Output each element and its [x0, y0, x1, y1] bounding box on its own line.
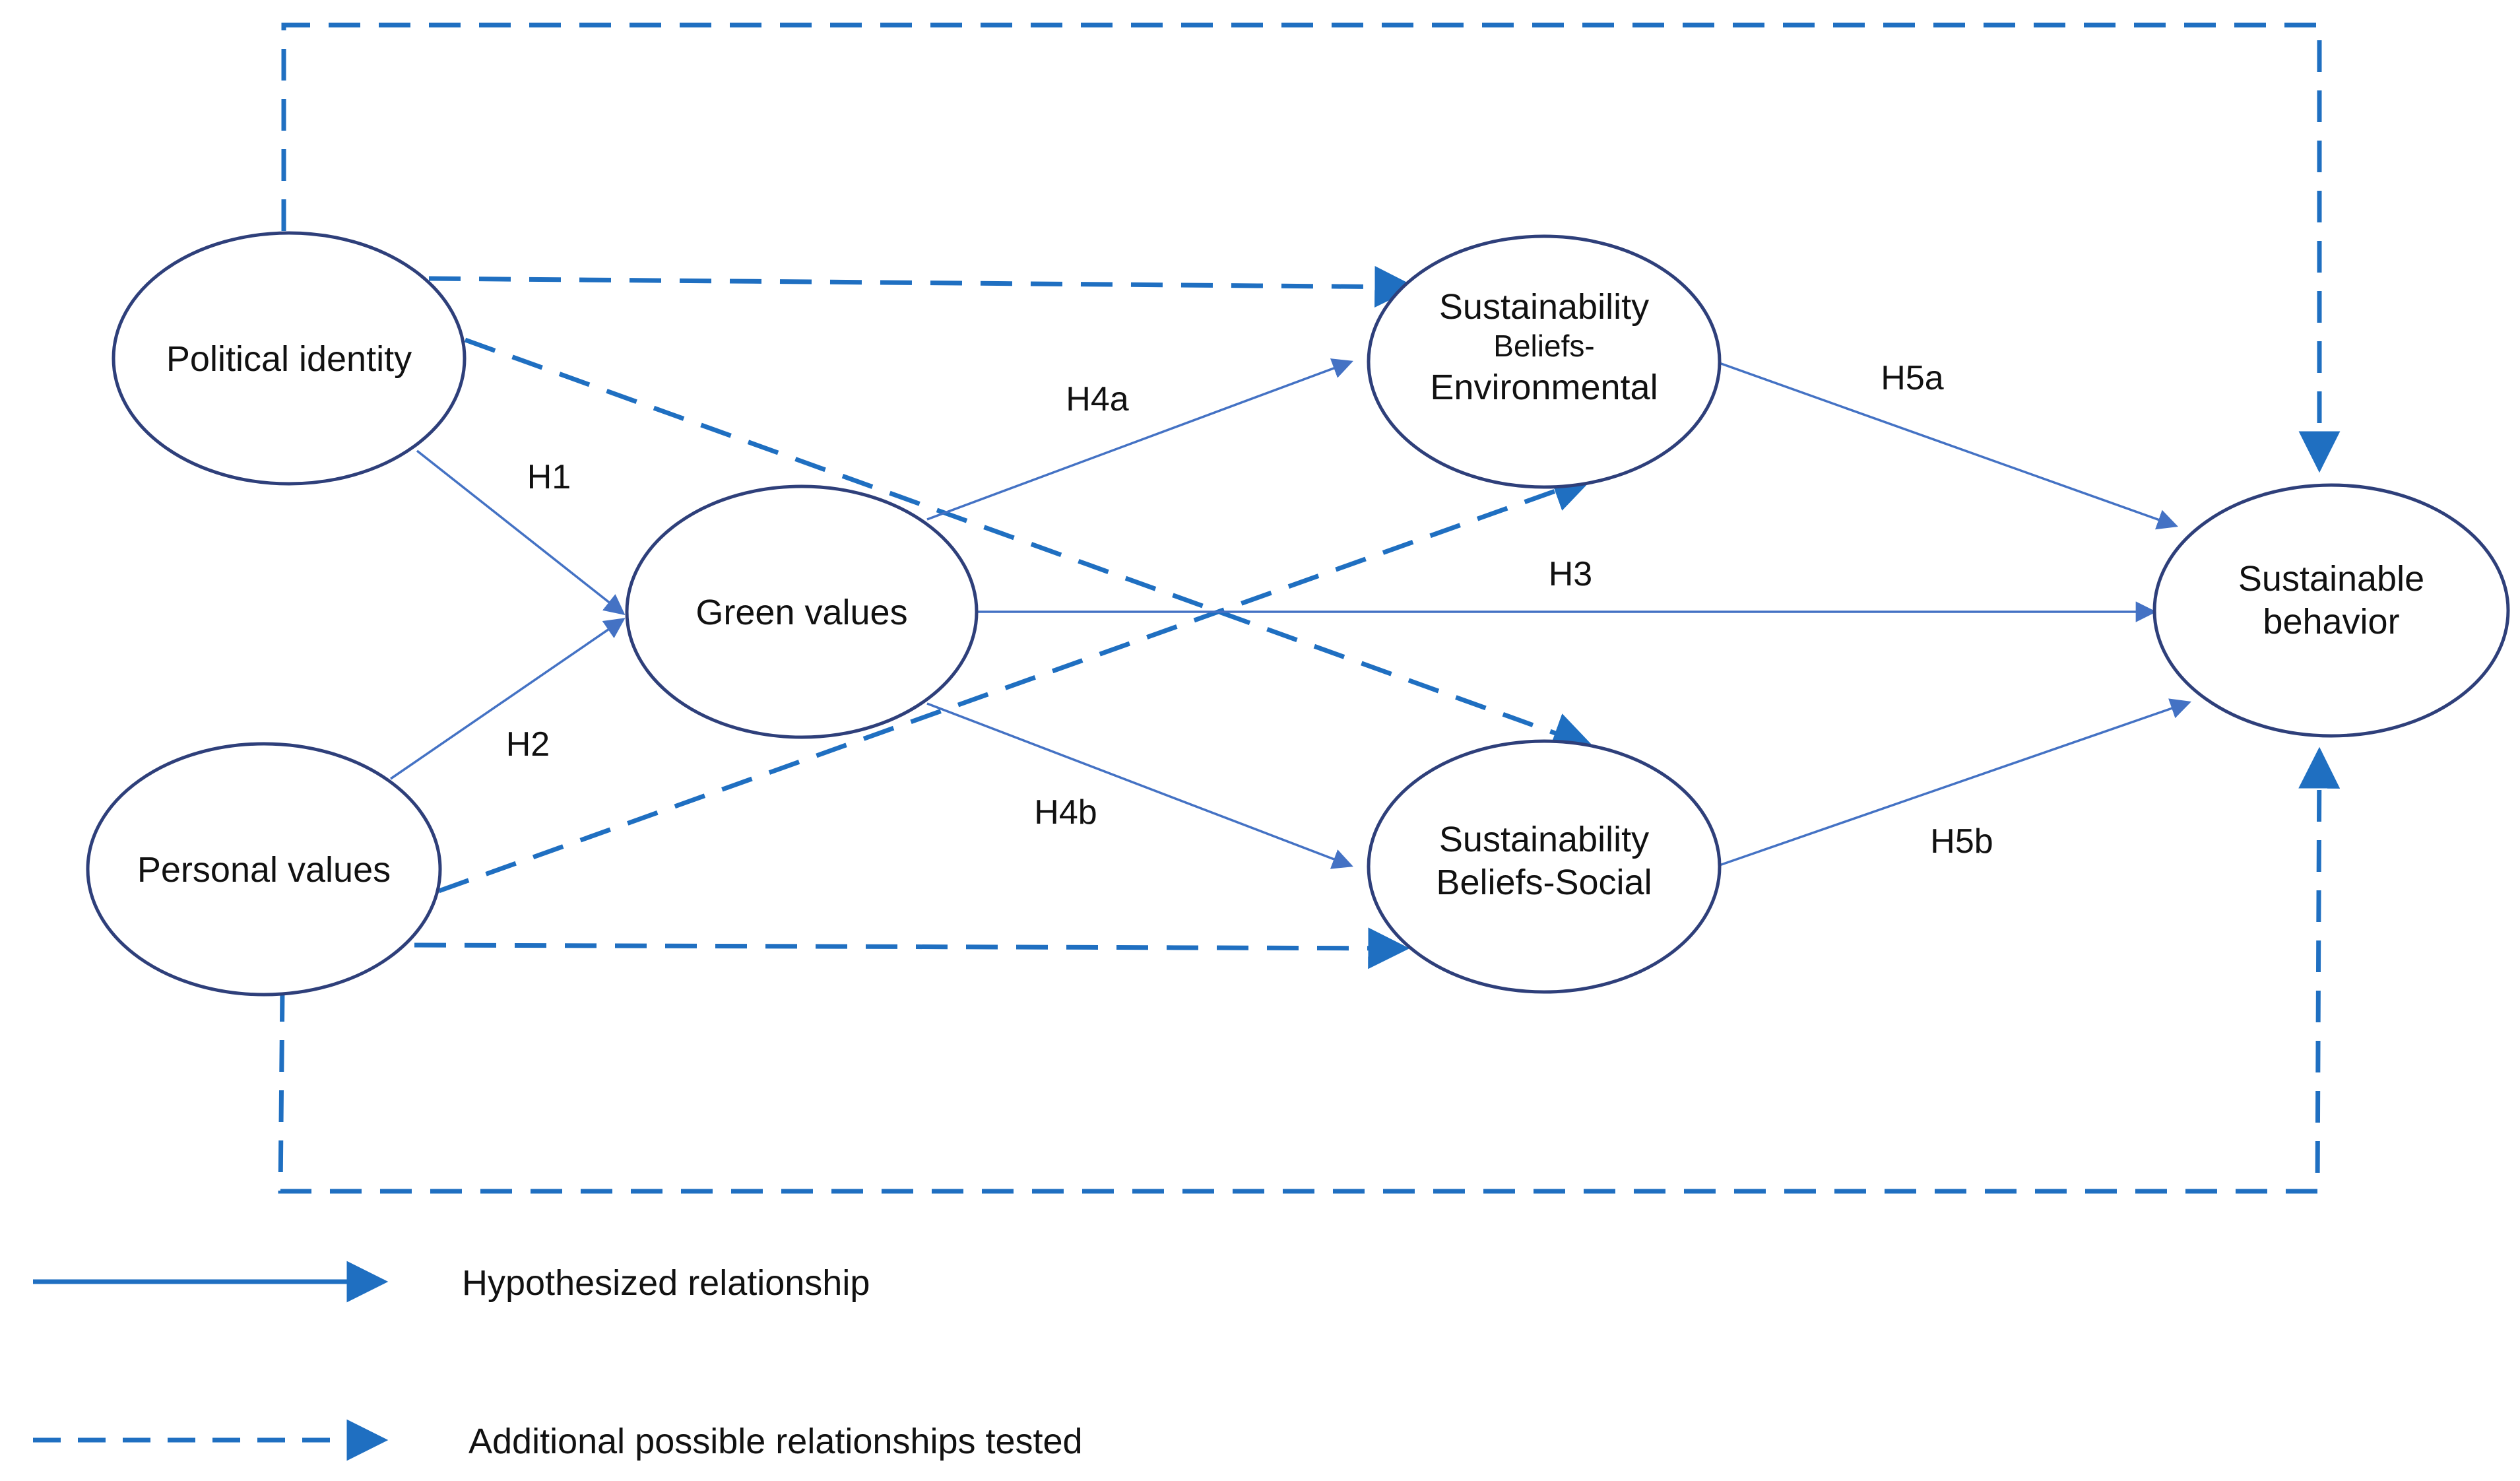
beliefs-environmental-label-line1: Sustainability: [1439, 287, 1649, 327]
beliefs-social-label-line2: Beliefs-Social: [1436, 863, 1652, 902]
beliefs-environmental-label-line3: Environmental: [1430, 368, 1658, 407]
green-values-label: Green values: [695, 593, 907, 632]
edge-label-h3: H3: [1549, 555, 1592, 593]
edge-label-h2: H2: [506, 725, 550, 764]
edge-label-h4b: H4b: [1034, 793, 1097, 832]
sustainable-behavior-label-line1: Sustainable: [2238, 559, 2424, 599]
edge-h5b: [1715, 698, 2191, 868]
edge-label-h4a: H4a: [1066, 380, 1128, 418]
edge-h4a: [926, 358, 1353, 521]
edge-h1: [416, 449, 626, 615]
edge-h2: [390, 618, 626, 780]
legend-hypothesized: Hypothesized relationship: [33, 1261, 870, 1303]
dashed-edge-personal-to-behavior: [278, 746, 2341, 1194]
beliefs-social-label-line1: Sustainability: [1439, 820, 1649, 859]
dashed-edge-political-to-behavior: [281, 22, 2341, 473]
legend-hypothesized-label: Hypothesized relationship: [462, 1263, 870, 1303]
personal-values-label: Personal values: [137, 850, 391, 890]
dashed-edge-political-to-environmental: [428, 266, 1417, 308]
edge-h4b: [926, 702, 1353, 869]
legend-additional-label: Additional possible relationships tested: [468, 1422, 1083, 1461]
legend-additional: Additional possible relationships tested: [33, 1419, 1083, 1461]
edge-label-h5b: H5b: [1930, 822, 1993, 861]
node-political-identity: Political identity: [112, 231, 467, 486]
node-sustainable-behavior: Sustainable behavior: [2152, 483, 2510, 738]
beliefs-environmental-label-line2: Beliefs-: [1493, 329, 1594, 363]
node-green-values: Green values: [625, 484, 979, 739]
sustainable-behavior-label-line2: behavior: [2263, 602, 2399, 642]
node-beliefs-social: Sustainability Beliefs-Social: [1367, 739, 1722, 994]
dashed-edge-personal-to-social: [414, 927, 1410, 970]
legend: Hypothesized relationship Additional pos…: [33, 1261, 1083, 1461]
node-personal-values: Personal values: [86, 742, 442, 997]
political-identity-label: Political identity: [166, 339, 412, 379]
edge-h5a: [1715, 360, 2178, 530]
dashed-edge-personal-to-environmental: [437, 471, 1594, 894]
node-beliefs-environmental: Sustainability Beliefs- Environmental: [1367, 234, 1722, 489]
edge-label-h5a: H5a: [1881, 359, 1943, 397]
edge-label-h1: H1: [527, 458, 571, 496]
